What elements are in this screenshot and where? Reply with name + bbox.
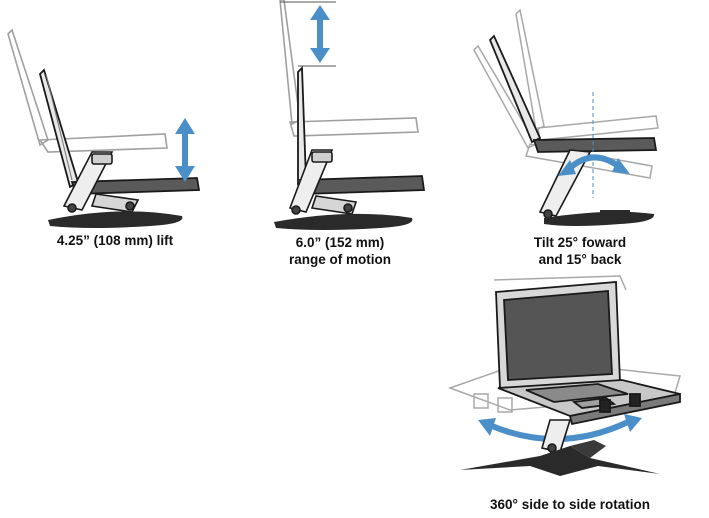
tilt-panel: Tilt 25° foward and 15° back [460,0,709,270]
laptop-ghost-raised [7,28,168,153]
rotation-illustration [447,275,681,476]
stand-base [544,211,655,226]
stand-arm [62,151,140,213]
tilt-illustration [473,8,659,226]
laptop-main [488,34,658,153]
caption-line: range of motion [289,252,391,267]
laptop-ghost-tilted [473,8,659,179]
range-caption: 6.0” (152 mm) range of motion [260,234,420,268]
range-of-motion-illustration [274,0,426,230]
lift-arrow [175,118,195,182]
caption-line: Tilt 25° foward [533,235,627,250]
lift-caption: 4.25” (108 mm) lift [40,232,190,249]
lift-illustration [7,28,201,228]
stand-base [460,440,660,476]
caption-line: 360° side to side rotation [490,497,650,512]
rotation-panel: 360° side to side rotation [430,270,709,518]
caption-line: 4.25” (108 mm) lift [56,233,174,248]
stand-arm [538,149,592,219]
caption-line: and 15° back [538,252,622,267]
stand-arm [540,419,572,453]
rotation-caption: 360° side to side rotation [470,496,670,513]
laptop-screen [495,281,621,389]
range-of-motion-panel: 6.0” (152 mm) range of motion [240,0,460,270]
tilt-caption: Tilt 25° foward and 15° back [500,234,660,268]
stand-arm [288,149,358,215]
laptop-lowered [38,68,201,195]
stand-base [48,211,183,228]
lift-panel: 4.25” (108 mm) lift [0,0,230,260]
laptop-deck [497,379,681,426]
caption-line: 6.0” (152 mm) [295,235,385,250]
tilt-arrow [568,154,620,171]
stand-base [274,213,413,230]
range-arrow [310,5,330,63]
